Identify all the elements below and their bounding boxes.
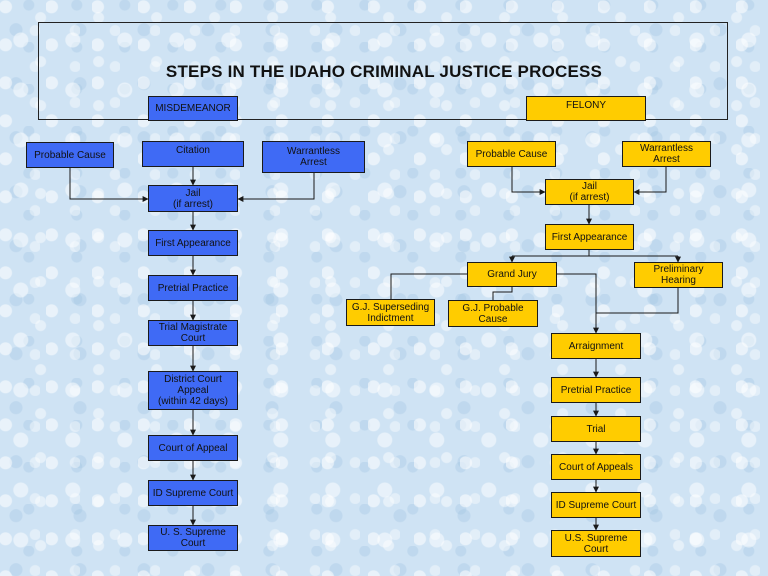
page-title: STEPS IN THE IDAHO CRIMINAL JUSTICE PROC… — [165, 62, 603, 81]
connector-f-warrantless-to-jail — [633, 167, 667, 195]
f-preliminary-hearing-box: Preliminary Hearing — [634, 262, 723, 288]
m-citation-box: Citation — [142, 141, 244, 167]
m-first-appearance-box: First Appearance — [148, 230, 238, 256]
connector-f-gj-to-probable — [492, 287, 513, 300]
connector-f-probable-to-jail — [511, 167, 546, 195]
connector-m-warrantless-to-jail — [237, 173, 315, 202]
m-court-of-appeal-box: Court of Appeal — [148, 435, 238, 461]
connector-f-gj-to-arraignment — [557, 273, 599, 334]
f-pretrial-practice-box: Pretrial Practice — [551, 377, 641, 403]
f-us-supreme-court-box: U.S. Supreme Court — [551, 530, 641, 557]
f-gj-probable-cause-box: G.J. Probable Cause — [448, 300, 538, 327]
m-warrantless-arrest-box: Warrantless Arrest — [262, 141, 365, 173]
m-us-supreme-court-box: U. S. Supreme Court — [148, 525, 238, 551]
f-warrantless-arrest-box: Warrantless Arrest — [622, 141, 711, 167]
f-grand-jury-box: Grand Jury — [467, 262, 557, 287]
title-frame — [38, 22, 728, 120]
connector-f-prelim-to-arraignment — [596, 288, 679, 314]
m-id-supreme-court-box: ID Supreme Court — [148, 480, 238, 506]
f-probable-cause-box: Probable Cause — [467, 141, 556, 167]
f-arraignment-box: Arraignment — [551, 333, 641, 359]
f-first-appearance-box: First Appearance — [545, 224, 634, 250]
f-gj-superseding-indictment-box: G.J. Superseding Indictment — [346, 299, 435, 326]
f-id-supreme-court-box: ID Supreme Court — [551, 492, 641, 518]
connector-f-gj-to-superseding — [390, 273, 467, 299]
felony-header: FELONY — [526, 96, 646, 121]
f-court-of-appeals-box: Court of Appeals — [551, 454, 641, 480]
m-jail-box: Jail (if arrest) — [148, 185, 238, 212]
m-trial-magistrate-court-box: Trial Magistrate Court — [148, 320, 238, 346]
m-pretrial-practice-box: Pretrial Practice — [148, 275, 238, 301]
f-jail-box: Jail (if arrest) — [545, 179, 634, 205]
m-district-court-appeal-box: District Court Appeal (within 42 days) — [148, 371, 238, 410]
misdemeanor-header: MISDEMEANOR — [148, 96, 238, 121]
f-trial-box: Trial — [551, 416, 641, 442]
connector-m-probable-to-jail — [69, 168, 149, 202]
m-probable-cause-box: Probable Cause — [26, 142, 114, 168]
